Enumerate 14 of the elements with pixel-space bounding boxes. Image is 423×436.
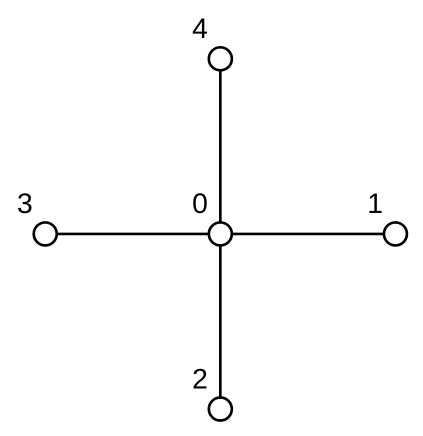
connector [219, 246, 222, 398]
node-label: 0 [192, 187, 208, 220]
node-circle [208, 221, 234, 247]
connector [219, 70, 222, 222]
node-label: 1 [367, 187, 383, 220]
node-label: 3 [17, 187, 33, 220]
connector [232, 232, 384, 236]
connector [56, 232, 208, 236]
node-circle [208, 46, 234, 72]
node-circle [32, 221, 58, 247]
node-label: 4 [192, 12, 208, 44]
node-circle [382, 221, 408, 247]
node-circle [208, 396, 234, 422]
node-label: 2 [192, 362, 208, 394]
